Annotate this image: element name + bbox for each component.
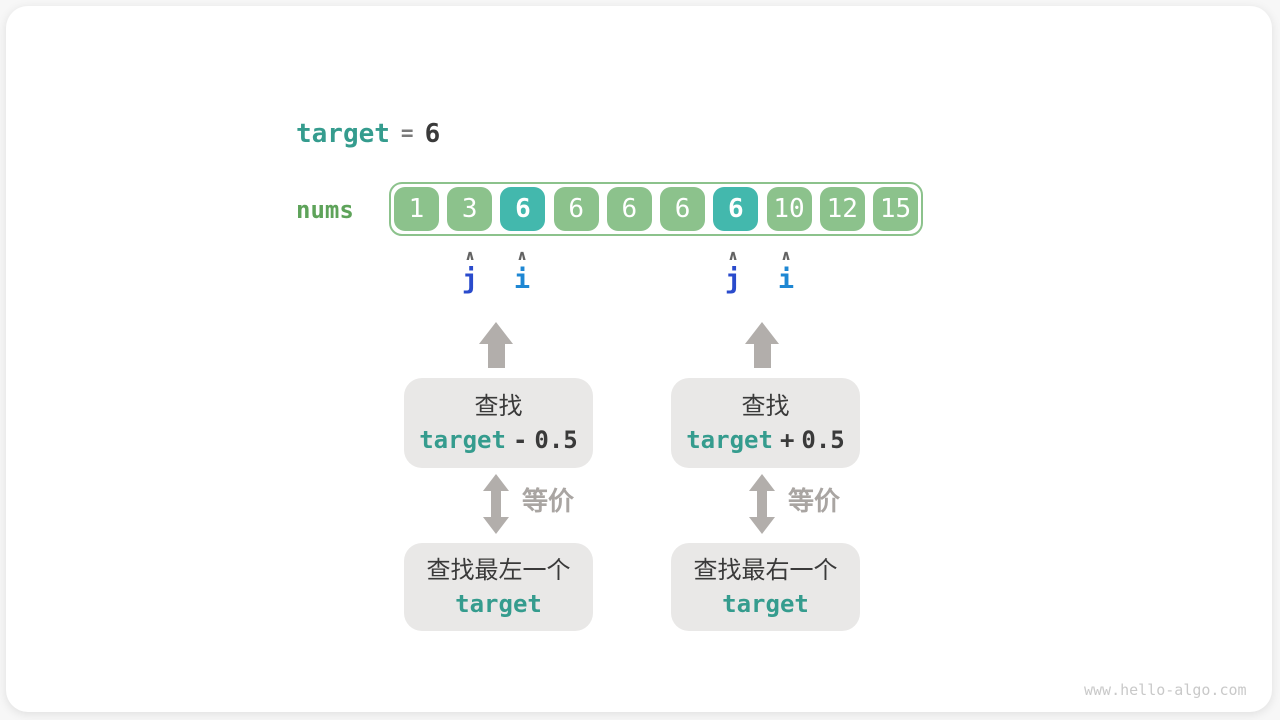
pointer-i-right: ∧ i xyxy=(770,248,802,296)
nums-label: nums xyxy=(296,196,354,224)
search-title: 查找 xyxy=(741,392,790,420)
array-cell: 15 xyxy=(872,187,918,231)
array-cell: 1 xyxy=(394,187,439,231)
search-expression: target+0.5 xyxy=(686,426,845,454)
pointer-j-left: ∧ j xyxy=(454,248,486,296)
caret-up-icon: ∧ xyxy=(464,248,476,264)
watermark: www.hello-algo.com xyxy=(1084,681,1247,699)
result-keyword-line: target xyxy=(455,590,542,618)
arrow-head-up xyxy=(483,474,509,491)
result-title: 查找最左一个 xyxy=(426,556,571,584)
search-expression: target-0.5 xyxy=(419,426,578,454)
target-value: 6 xyxy=(424,119,441,149)
equivalence-arrow-icon xyxy=(749,474,775,534)
equivalence-label: 等价 xyxy=(522,486,575,516)
equals-sign: = xyxy=(400,121,414,145)
pointer-i-left: ∧ i xyxy=(506,248,538,296)
up-arrow-icon xyxy=(479,322,513,368)
pointer-label: j xyxy=(461,264,479,295)
pointer-label: i xyxy=(777,264,795,295)
expr-operator: + xyxy=(779,425,795,454)
array-cell: 10 xyxy=(766,187,812,231)
pointer-j-right: ∧ j xyxy=(717,248,749,296)
arrow-stem xyxy=(757,491,767,517)
expr-value: 0.5 xyxy=(534,425,578,454)
expr-keyword: target xyxy=(419,425,506,454)
result-keyword-line: target xyxy=(722,590,809,618)
array-cell-highlight: 6 xyxy=(500,187,546,231)
result-box-right: 查找最右一个 target xyxy=(671,543,860,631)
result-keyword: target xyxy=(455,589,542,618)
result-keyword: target xyxy=(722,589,809,618)
arrow-stem xyxy=(487,344,505,368)
equivalence-label: 等价 xyxy=(788,486,841,516)
search-box-right: 查找 target+0.5 xyxy=(671,378,860,468)
arrow-stem xyxy=(753,344,771,368)
arrow-head xyxy=(479,322,513,344)
expr-value: 0.5 xyxy=(801,425,845,454)
arrow-stem xyxy=(491,491,501,517)
arrow-head xyxy=(745,322,779,344)
equivalence-arrow-icon xyxy=(483,474,509,534)
caret-up-icon: ∧ xyxy=(516,248,528,264)
caret-up-icon: ∧ xyxy=(780,248,792,264)
array-cell: 6 xyxy=(660,187,706,231)
target-assignment: target = 6 xyxy=(296,117,440,150)
result-title: 查找最右一个 xyxy=(693,556,838,584)
pointer-label: j xyxy=(724,264,742,295)
array-cell: 6 xyxy=(553,187,599,231)
search-title: 查找 xyxy=(474,392,523,420)
target-keyword: target xyxy=(296,119,390,149)
pointer-label: i xyxy=(513,264,531,295)
up-arrow-icon xyxy=(745,322,779,368)
arrow-head-up xyxy=(749,474,775,491)
caret-up-icon: ∧ xyxy=(727,248,739,264)
result-box-left: 查找最左一个 target xyxy=(404,543,593,631)
search-box-left: 查找 target-0.5 xyxy=(404,378,593,468)
array-cell: 3 xyxy=(447,187,493,231)
array-cell-highlight: 6 xyxy=(713,187,759,231)
expr-keyword: target xyxy=(686,425,773,454)
expr-operator: - xyxy=(512,425,528,454)
array-cell: 12 xyxy=(819,187,865,231)
arrow-head-down xyxy=(749,517,775,534)
arrow-head-down xyxy=(483,517,509,534)
array-cell: 6 xyxy=(606,187,652,231)
